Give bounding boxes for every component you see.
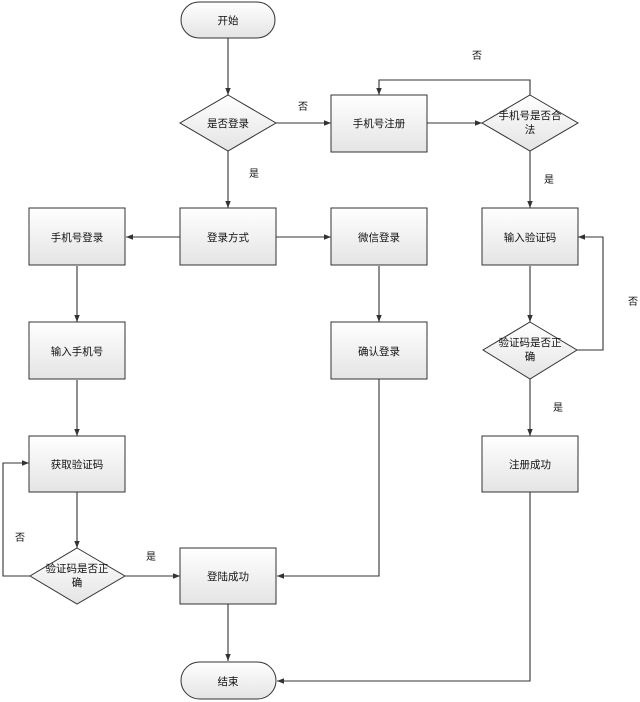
wechat-login-label: 微信登录 [358, 231, 400, 244]
enter-code-process: 输入验证码 [481, 207, 579, 266]
code-check-right-label-line1: 验证码是否正 [499, 336, 562, 349]
enter-phone-process: 输入手机号 [28, 321, 126, 380]
label-is-logged-in-no: 否 [298, 101, 308, 113]
label-code-left-yes: 是 [146, 551, 156, 563]
start-terminator: 开始 [180, 1, 276, 39]
end-terminator: 结束 [180, 661, 277, 700]
edge-code-check-left-no-loop [2, 460, 30, 577]
edge-phone-valid-no-loop [376, 79, 531, 95]
login-success-label: 登陆成功 [207, 570, 249, 583]
phone-valid-label-line1: 手机号是否合 [499, 109, 562, 122]
code-check-left-label-line2: 确 [72, 576, 83, 589]
phone-login-label: 手机号登录 [51, 231, 104, 244]
label-phone-valid-yes: 是 [544, 174, 554, 186]
login-method-label: 登录方式 [207, 231, 249, 244]
nodes: 开始 是否登录 手机号注册 手机号是否合 法 手机号登录 登录方式 [28, 1, 579, 700]
label-code-right-no: 否 [628, 296, 638, 308]
start-label: 开始 [218, 14, 239, 27]
code-check-right-decision: 验证码是否正 确 [482, 321, 578, 380]
edge-labels: 否 是 否 是 否 是 否 是 [15, 50, 638, 563]
confirm-login-label: 确认登录 [358, 345, 400, 358]
get-code-label: 获取验证码 [51, 458, 104, 471]
edge-confirm-login-to-login-success [277, 379, 380, 579]
code-check-right-label-line2: 确 [525, 350, 536, 363]
enter-code-label: 输入验证码 [504, 231, 557, 244]
phone-register-process: 手机号注册 [330, 94, 428, 153]
confirm-login-process: 确认登录 [330, 321, 428, 380]
label-code-right-yes: 是 [553, 402, 563, 414]
label-code-left-no: 否 [15, 532, 25, 544]
code-check-left-decision: 验证码是否正 确 [29, 547, 126, 605]
login-method-process: 登录方式 [179, 207, 277, 266]
is-logged-in-label: 是否登录 [207, 117, 249, 130]
code-check-left-label-line1: 验证码是否正 [46, 562, 109, 575]
end-label: 结束 [218, 675, 239, 688]
wechat-login-process: 微信登录 [330, 207, 428, 266]
login-success-process: 登陆成功 [179, 547, 277, 605]
label-phone-valid-no: 否 [472, 50, 482, 62]
label-is-logged-in-yes: 是 [249, 168, 259, 180]
phone-valid-decision: 手机号是否合 法 [481, 94, 579, 152]
is-logged-in-decision: 是否登录 [179, 94, 277, 152]
get-code-process: 获取验证码 [28, 435, 126, 493]
phone-register-label: 手机号注册 [353, 117, 406, 130]
edge-code-check-right-no-loop [577, 234, 604, 351]
register-success-label: 注册成功 [509, 458, 551, 471]
register-success-process: 注册成功 [481, 435, 579, 493]
enter-phone-label: 输入手机号 [51, 345, 104, 358]
phone-valid-label-line2: 法 [525, 123, 536, 136]
edge-register-success-to-end [277, 492, 531, 684]
phone-login-process: 手机号登录 [28, 207, 126, 266]
edges [2, 38, 604, 684]
